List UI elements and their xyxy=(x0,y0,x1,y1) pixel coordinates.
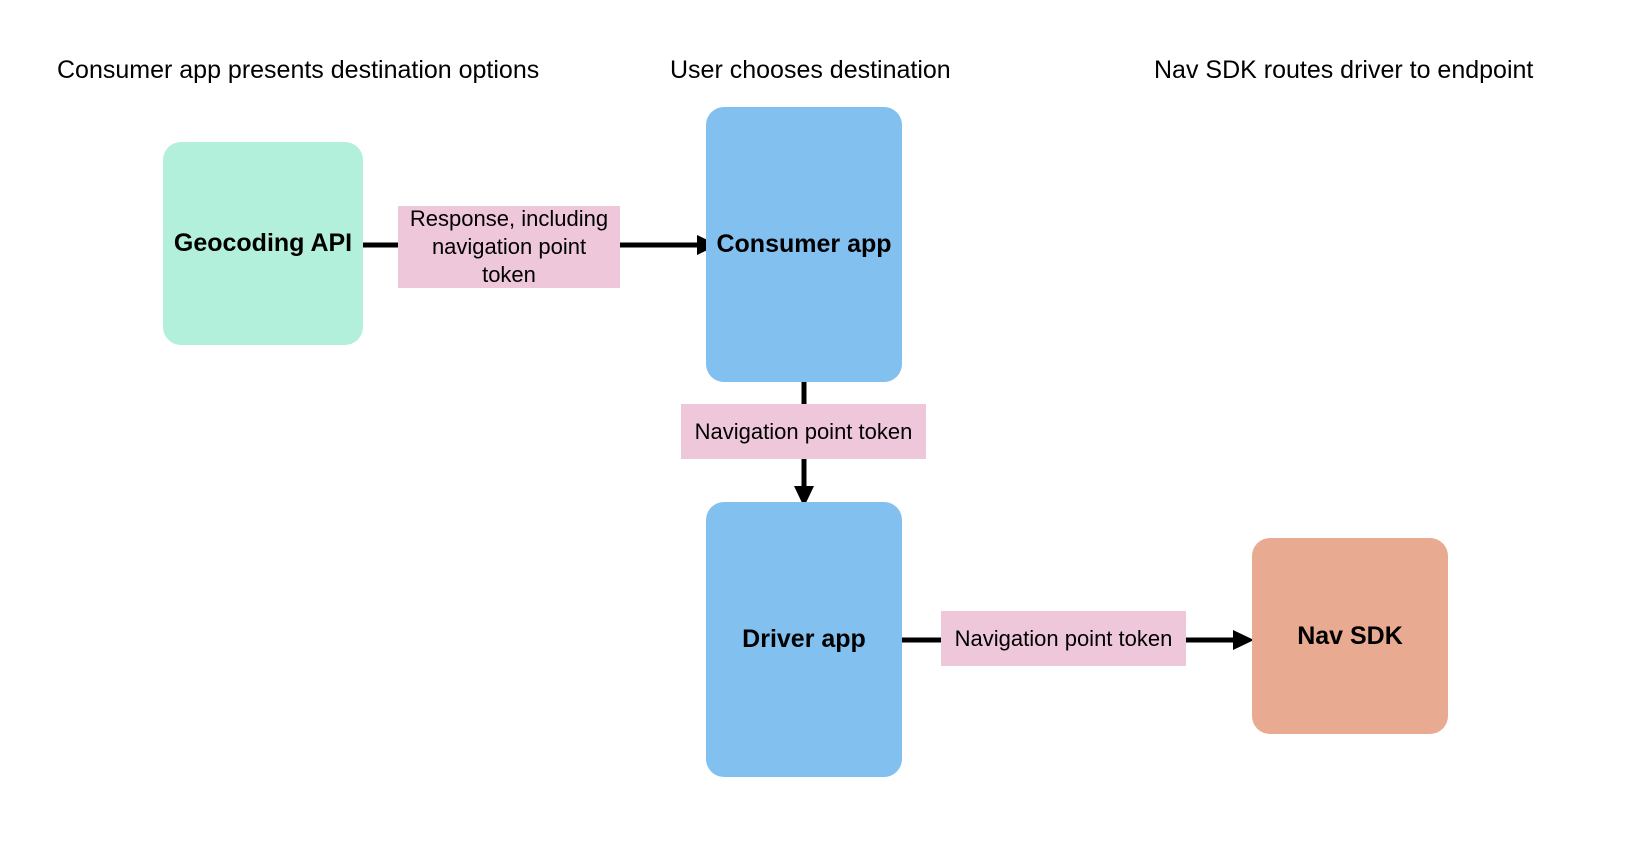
arrow-right-icon xyxy=(1233,630,1254,650)
node-geocoding-api[interactable]: Geocoding API xyxy=(163,142,363,345)
node-nav-sdk[interactable]: Nav SDK xyxy=(1252,538,1448,734)
node-consumer-app[interactable]: Consumer app xyxy=(706,107,902,382)
edge-label-navigation-point-token-consumer-to-driver: Navigation point token xyxy=(681,404,926,459)
node-label-driver-app: Driver app xyxy=(742,625,866,653)
edge-label-text: Navigation point token xyxy=(954,625,1173,651)
node-label-consumer-app: Consumer app xyxy=(716,230,892,258)
node-label-geocoding-api: Geocoding API xyxy=(173,229,353,257)
arrow-down-icon xyxy=(794,486,814,507)
edge-label-text: Response, including navigation point tok… xyxy=(409,206,609,287)
column-header-consumer-app: Consumer app presents destination option… xyxy=(57,56,540,84)
edge-label-text: Navigation point token xyxy=(694,418,913,444)
edge-label-navigation-point-token-driver-to-navsdk: Navigation point token xyxy=(941,611,1186,666)
column-header-user-chooses-destination: User chooses destination xyxy=(670,56,951,84)
column-header-nav-sdk: Nav SDK routes driver to endpoint xyxy=(1154,56,1534,84)
edge-label-response-including-navigation-point-token: Response, including navigation point tok… xyxy=(398,206,620,288)
node-label-nav-sdk: Nav SDK xyxy=(1297,621,1403,650)
node-driver-app[interactable]: Driver app xyxy=(706,502,902,777)
